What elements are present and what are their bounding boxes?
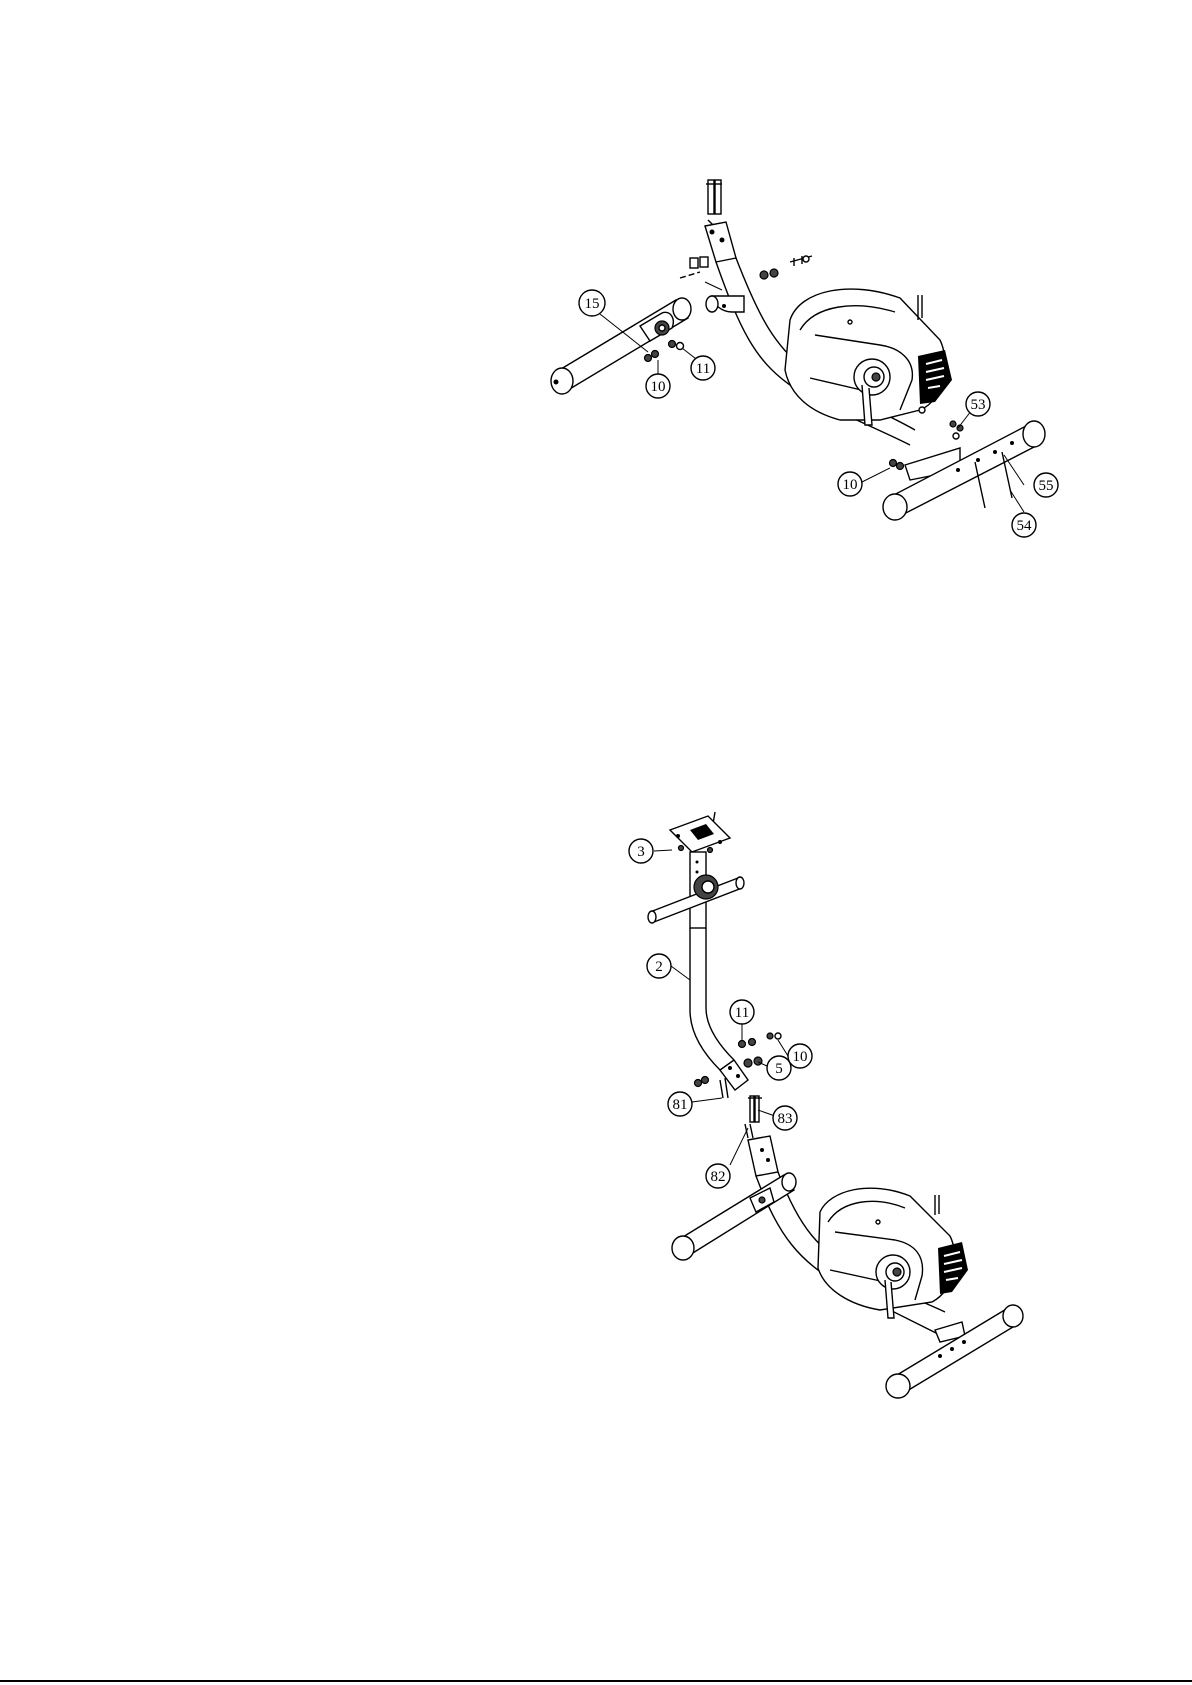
- page-footer-rule: [0, 1680, 1192, 1682]
- svg-text:5: 5: [775, 1061, 783, 1077]
- svg-text:11: 11: [696, 361, 710, 377]
- callout-10-bottom: 10: [788, 1044, 812, 1068]
- assembly-diagram-step-1: 15 10 11 53 10 55 54: [0, 0, 1192, 600]
- svg-text:10: 10: [843, 477, 858, 493]
- callout-11-top: 11: [691, 356, 715, 380]
- callout-15: 15: [579, 290, 605, 316]
- svg-text:10: 10: [651, 379, 666, 395]
- svg-text:53: 53: [971, 397, 986, 413]
- flywheel-housing: [785, 289, 952, 425]
- callout-54: 54: [1012, 513, 1036, 537]
- upright-tube-stub: [705, 180, 736, 262]
- svg-text:83: 83: [778, 1111, 793, 1127]
- callout-53: 53: [966, 392, 990, 416]
- rear-stabilizer-tube: [883, 421, 1045, 520]
- front-stabilizer-assembled: [672, 1173, 796, 1260]
- svg-text:54: 54: [1017, 518, 1033, 534]
- callout-55: 55: [1034, 473, 1058, 497]
- callout-3: 3: [629, 839, 653, 863]
- svg-text:2: 2: [655, 959, 663, 975]
- svg-text:10: 10: [793, 1049, 808, 1065]
- flywheel-housing-assembled: [818, 1188, 968, 1318]
- callout-11-bottom: 11: [730, 1000, 754, 1024]
- callout-15-label: 15: [585, 296, 600, 312]
- cable-connector: [745, 1096, 762, 1138]
- svg-text:82: 82: [711, 1169, 726, 1185]
- assembly-diagram-step-2: 3 2 11 10 5 81 83 82: [0, 780, 1192, 1420]
- console-mount-plate: [670, 812, 730, 853]
- leader-lines-bottom: [654, 850, 788, 1165]
- callout-82: 82: [706, 1164, 730, 1188]
- rear-stabilizer-part: [706, 296, 744, 312]
- callout-10-top-left: 10: [646, 374, 670, 398]
- front-stabilizer-tube: [551, 298, 691, 394]
- callout-83: 83: [773, 1106, 797, 1130]
- callout-2: 2: [647, 954, 671, 978]
- tube-fasteners-top: [680, 256, 812, 279]
- svg-text:55: 55: [1039, 478, 1054, 494]
- svg-text:3: 3: [637, 844, 645, 860]
- svg-text:81: 81: [673, 1097, 688, 1113]
- svg-text:11: 11: [735, 1005, 749, 1021]
- callout-5: 5: [767, 1056, 791, 1080]
- callout-10-top-right: 10: [838, 472, 862, 496]
- callout-81: 81: [668, 1092, 692, 1116]
